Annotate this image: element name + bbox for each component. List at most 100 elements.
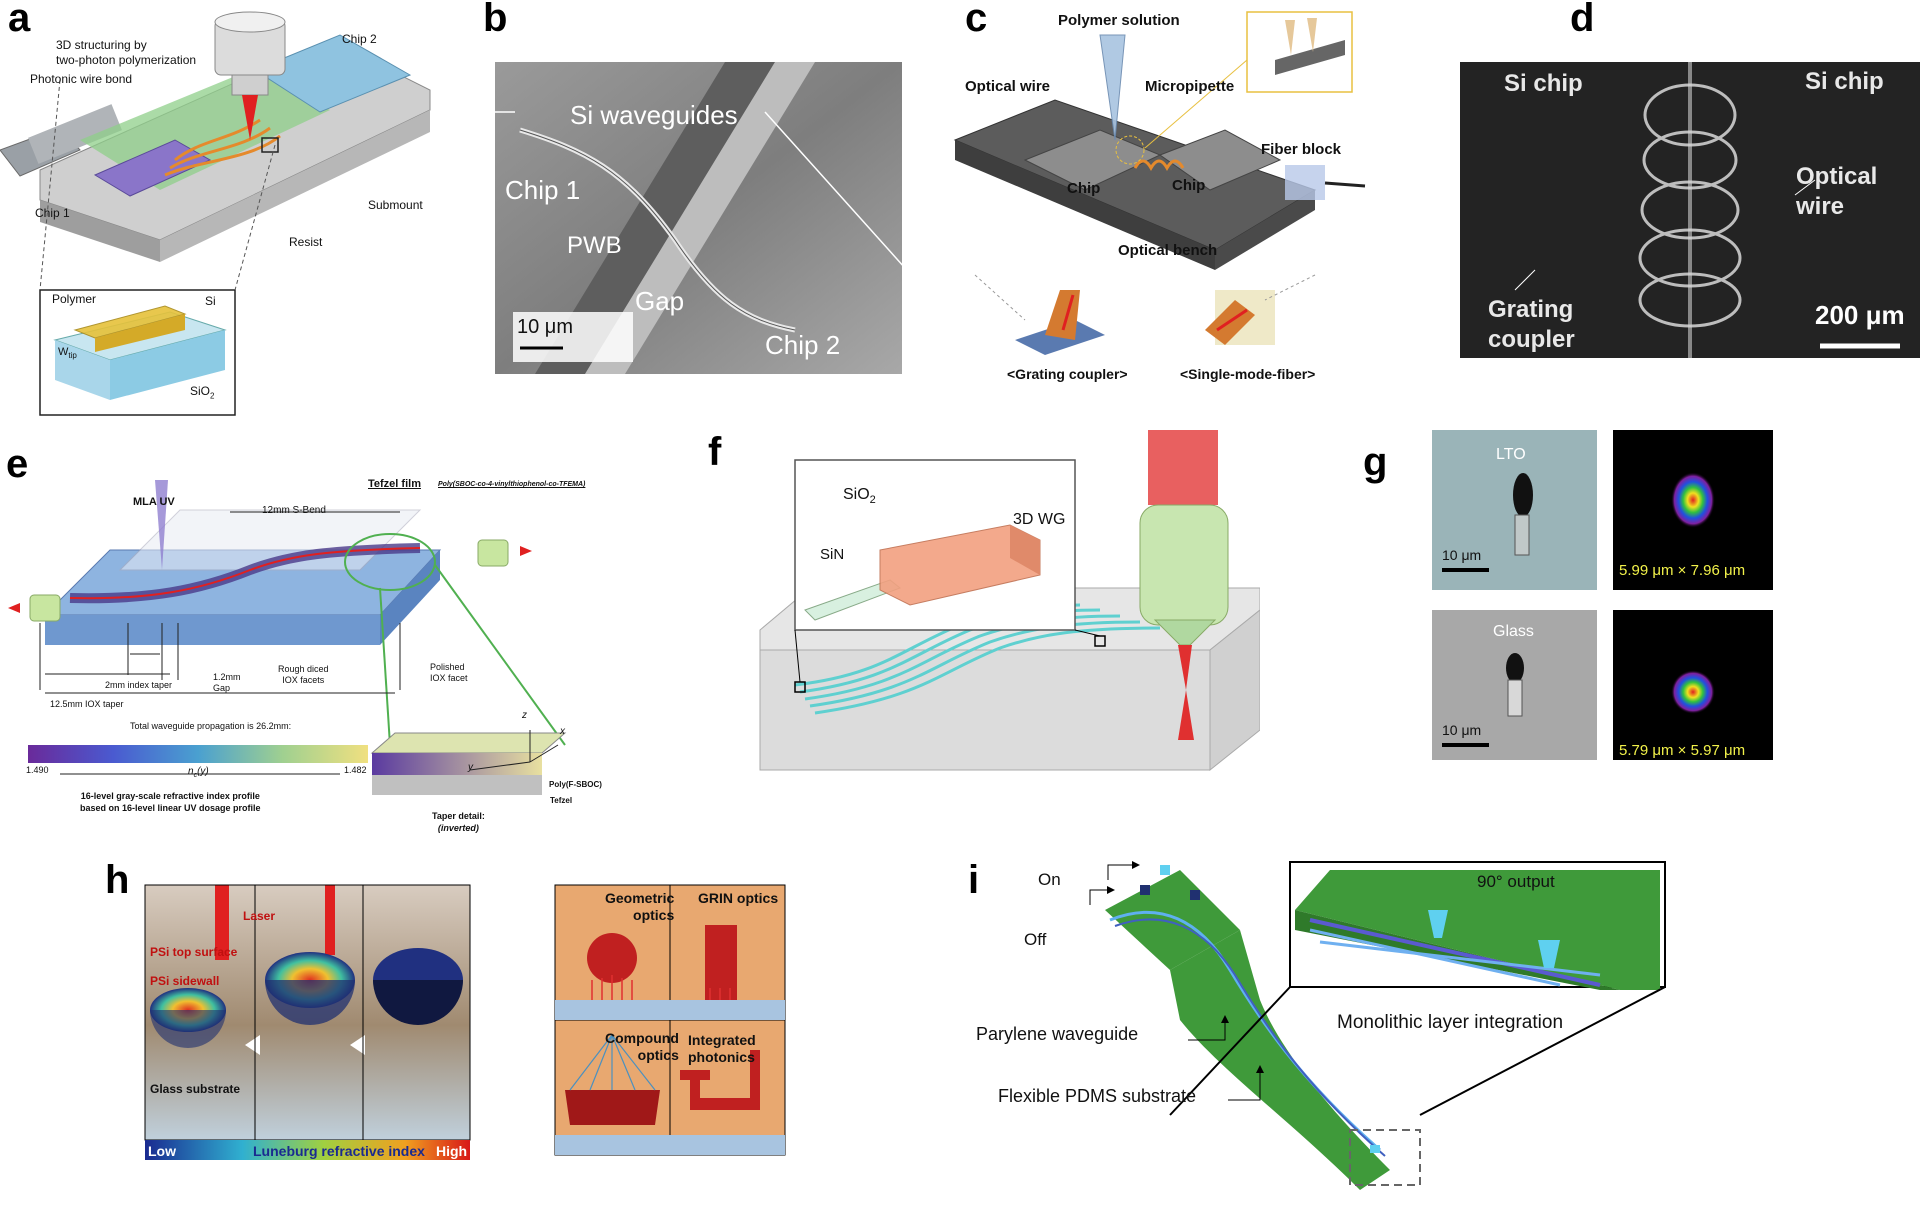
panel-a-illustration <box>0 11 431 416</box>
lto-label: LTO <box>1496 446 1526 463</box>
panel-e-illustration <box>8 480 567 795</box>
nc-label: nc(y) <box>188 766 209 779</box>
sio2-text: SiO <box>190 384 211 398</box>
scalebar-top-g: 10 μm <box>1442 547 1482 563</box>
polymer-name-label: Poly(SBOC-co-4-vinylthiophenol-co-TFEMA) <box>438 481 586 488</box>
rough-facets-label: Rough diced IOX facets <box>278 664 329 686</box>
fiber-block-label: Fiber block <box>1261 141 1342 158</box>
compound-line2: optics <box>637 1047 679 1063</box>
polished-line2: IOX facet <box>430 673 468 683</box>
tefzel-film-label: Tefzel film <box>368 478 421 490</box>
rough-facets-line1: Rough diced <box>278 664 329 674</box>
panel-f-illustration <box>759 430 1260 772</box>
psi-sidewall-label: PSi sidewall <box>150 974 220 988</box>
chip-right-label: Chip <box>1172 177 1206 194</box>
optical-wire-d-line1: Optical <box>1796 163 1878 190</box>
chip1-label-b: Chip 1 <box>505 175 581 205</box>
colorbar-title: Luneburg refractive index <box>253 1143 425 1159</box>
si-chip-left-label: Si chip <box>1504 70 1583 97</box>
taper-detail-line1: Taper detail: <box>432 811 485 821</box>
sio2-f-text: SiO <box>843 486 870 503</box>
mla-uv-label: MLA UV <box>133 496 175 508</box>
resist-label: Resist <box>289 235 323 249</box>
micrograph-d <box>1460 62 1920 358</box>
panel-label-g: g <box>1363 440 1388 484</box>
inset-wtip-label: Wtip <box>58 346 77 360</box>
sbend-label: 12mm S-Bend <box>262 505 326 516</box>
panel-c: c Polymer solution Optical wire Micropip… <box>935 0 1375 400</box>
psi-top-label: PSi top surface <box>150 945 238 959</box>
grating-coupler-label-d: Grating coupler <box>1488 295 1575 355</box>
polished-line1: Polished <box>430 662 465 672</box>
nc-text: n <box>188 766 194 777</box>
colorbar-high: High <box>436 1143 468 1159</box>
panel-e: e <box>0 440 640 840</box>
inset-polymer-label: Polymer <box>52 292 97 306</box>
panel-g: g LTO Glass 10 μm 10 μm 5.99 μm × 7.96 μ… <box>1355 420 1785 780</box>
grating-coupler-label: <Grating coupler> <box>1007 366 1128 382</box>
laser-label: Laser <box>243 909 276 923</box>
grating-d-line2: coupler <box>1488 326 1575 353</box>
polished-facet-label: Polished IOX facet <box>430 662 468 684</box>
optical-wire-label: Optical wire <box>965 78 1051 95</box>
caption-e: 16-level gray-scale refractive index pro… <box>80 790 261 814</box>
chip2-label: Chip 2 <box>342 32 377 46</box>
taper-detail-line2: (inverted) <box>437 823 479 833</box>
caption-e-line1: 16-level gray-scale refractive index pro… <box>80 791 260 801</box>
wtip-text: W <box>58 346 69 358</box>
scalebar-bottom-g: 10 μm <box>1442 722 1482 738</box>
panel-label-e: e <box>6 442 29 486</box>
index-taper-label: 2mm index taper <box>105 680 173 690</box>
chip-left-label: Chip <box>1067 180 1101 197</box>
axis-x-label: x <box>560 726 565 737</box>
optical-wire-d-line2: wire <box>1796 193 1845 220</box>
chip1-label: Chip 1 <box>35 206 70 220</box>
pdms-label: Flexible PDMS substrate <box>998 1086 1197 1106</box>
optical-bench-label: Optical bench <box>1118 242 1218 259</box>
si-chip-right-label: Si chip <box>1805 68 1884 95</box>
geometric-line2: optics <box>633 907 675 923</box>
integrated-line2: photonics <box>688 1049 755 1065</box>
inset-si-label: Si <box>205 294 216 308</box>
panel-label-i: i <box>968 858 980 902</box>
submount-label: Submount <box>368 198 423 212</box>
objective-label-line1: 3D structuring by <box>56 38 147 52</box>
on-label: On <box>1038 870 1061 889</box>
compound-optics-label: Compound optics <box>605 1030 679 1064</box>
panel-label-f: f <box>708 430 722 474</box>
gap-e-line1: 1.2mm <box>213 672 241 682</box>
panel-label-b: b <box>483 0 508 40</box>
integrated-line1: Integrated <box>688 1032 756 1048</box>
wtip-sub: tip <box>68 351 77 361</box>
mode-size-top: 5.99 μm × 7.96 μm <box>1619 562 1746 579</box>
gap-e-line2: Gap <box>213 683 231 693</box>
panel-i-inset <box>1089 861 1666 1116</box>
geometric-line1: Geometric <box>605 890 675 906</box>
integrated-photonics-label: Integrated photonics <box>688 1032 756 1066</box>
panel-d: d Si chip Si chip Optical wire Grating c… <box>1420 0 1920 370</box>
sin-label-f: SiN <box>820 546 845 563</box>
objective-label: 3D structuring by two-photon polymerizat… <box>56 38 196 68</box>
micropipette-label: Micropipette <box>1145 78 1235 95</box>
polymer-solution-label: Polymer solution <box>1058 12 1180 29</box>
sio2-f-sub: 2 <box>869 494 876 507</box>
off-label: Off <box>1024 930 1047 949</box>
sio2-sub: 2 <box>210 391 215 401</box>
n-min-label: 1.490 <box>26 765 49 775</box>
panel-c-illustration <box>953 11 1366 355</box>
tefzel-label: Tefzel <box>550 796 573 805</box>
smf-label: <Single-mode-fiber> <box>1180 366 1316 382</box>
scalebar-label-b: 10 μm <box>517 316 573 338</box>
mode-size-bottom: 5.79 μm × 5.97 μm <box>1619 742 1746 759</box>
chip2-label-b: Chip 2 <box>765 330 841 360</box>
panel-b: b Si waveguides Chip 1 PWB Gap Chip 2 10… <box>475 0 925 380</box>
panel-label-h: h <box>105 858 130 902</box>
output-label: 90° output <box>1477 872 1555 891</box>
panel-label-c: c <box>965 0 988 40</box>
iox-taper-label: 12.5mm IOX taper <box>50 699 124 709</box>
total-propagation-label: Total waveguide propagation is 26.2mm: <box>130 721 292 731</box>
panel-label-a: a <box>8 0 31 40</box>
parylene-label: Parylene waveguide <box>976 1024 1139 1044</box>
nc-arg: (y) <box>197 766 209 777</box>
axis-y-label: y <box>468 762 473 773</box>
